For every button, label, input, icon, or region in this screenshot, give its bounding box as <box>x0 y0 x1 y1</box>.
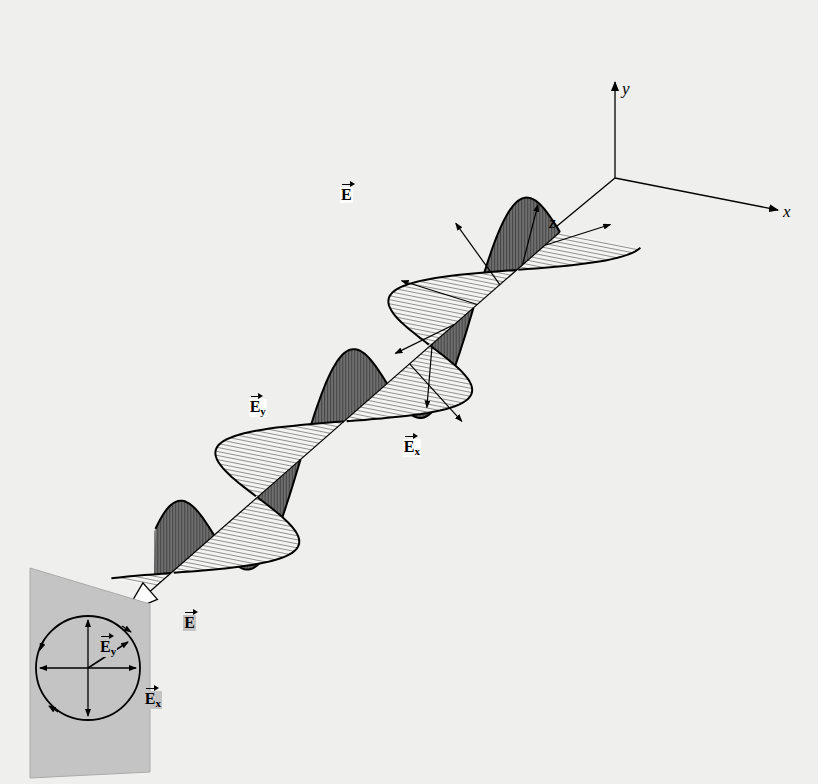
resultant-vector <box>410 364 462 422</box>
coordinate-axes <box>545 82 778 236</box>
field-vectors <box>395 205 610 421</box>
resultant-vector <box>456 223 500 284</box>
resultant-vector <box>395 324 454 353</box>
field-label: Ex <box>144 691 162 709</box>
resultant-vector <box>402 281 478 305</box>
axis-label: y <box>622 80 630 97</box>
end-view-inset <box>30 568 150 778</box>
field-label: Ex <box>403 439 421 457</box>
field-label: Ey <box>249 399 267 417</box>
field-label: E <box>340 187 353 203</box>
resultant-vector <box>427 344 432 408</box>
field-label: Ey <box>99 639 117 657</box>
field-label: E <box>183 615 196 631</box>
propagation-axis <box>150 232 560 591</box>
resultant-vector <box>522 205 538 265</box>
axis-label: z <box>549 214 556 231</box>
axis-label: x <box>783 203 791 220</box>
